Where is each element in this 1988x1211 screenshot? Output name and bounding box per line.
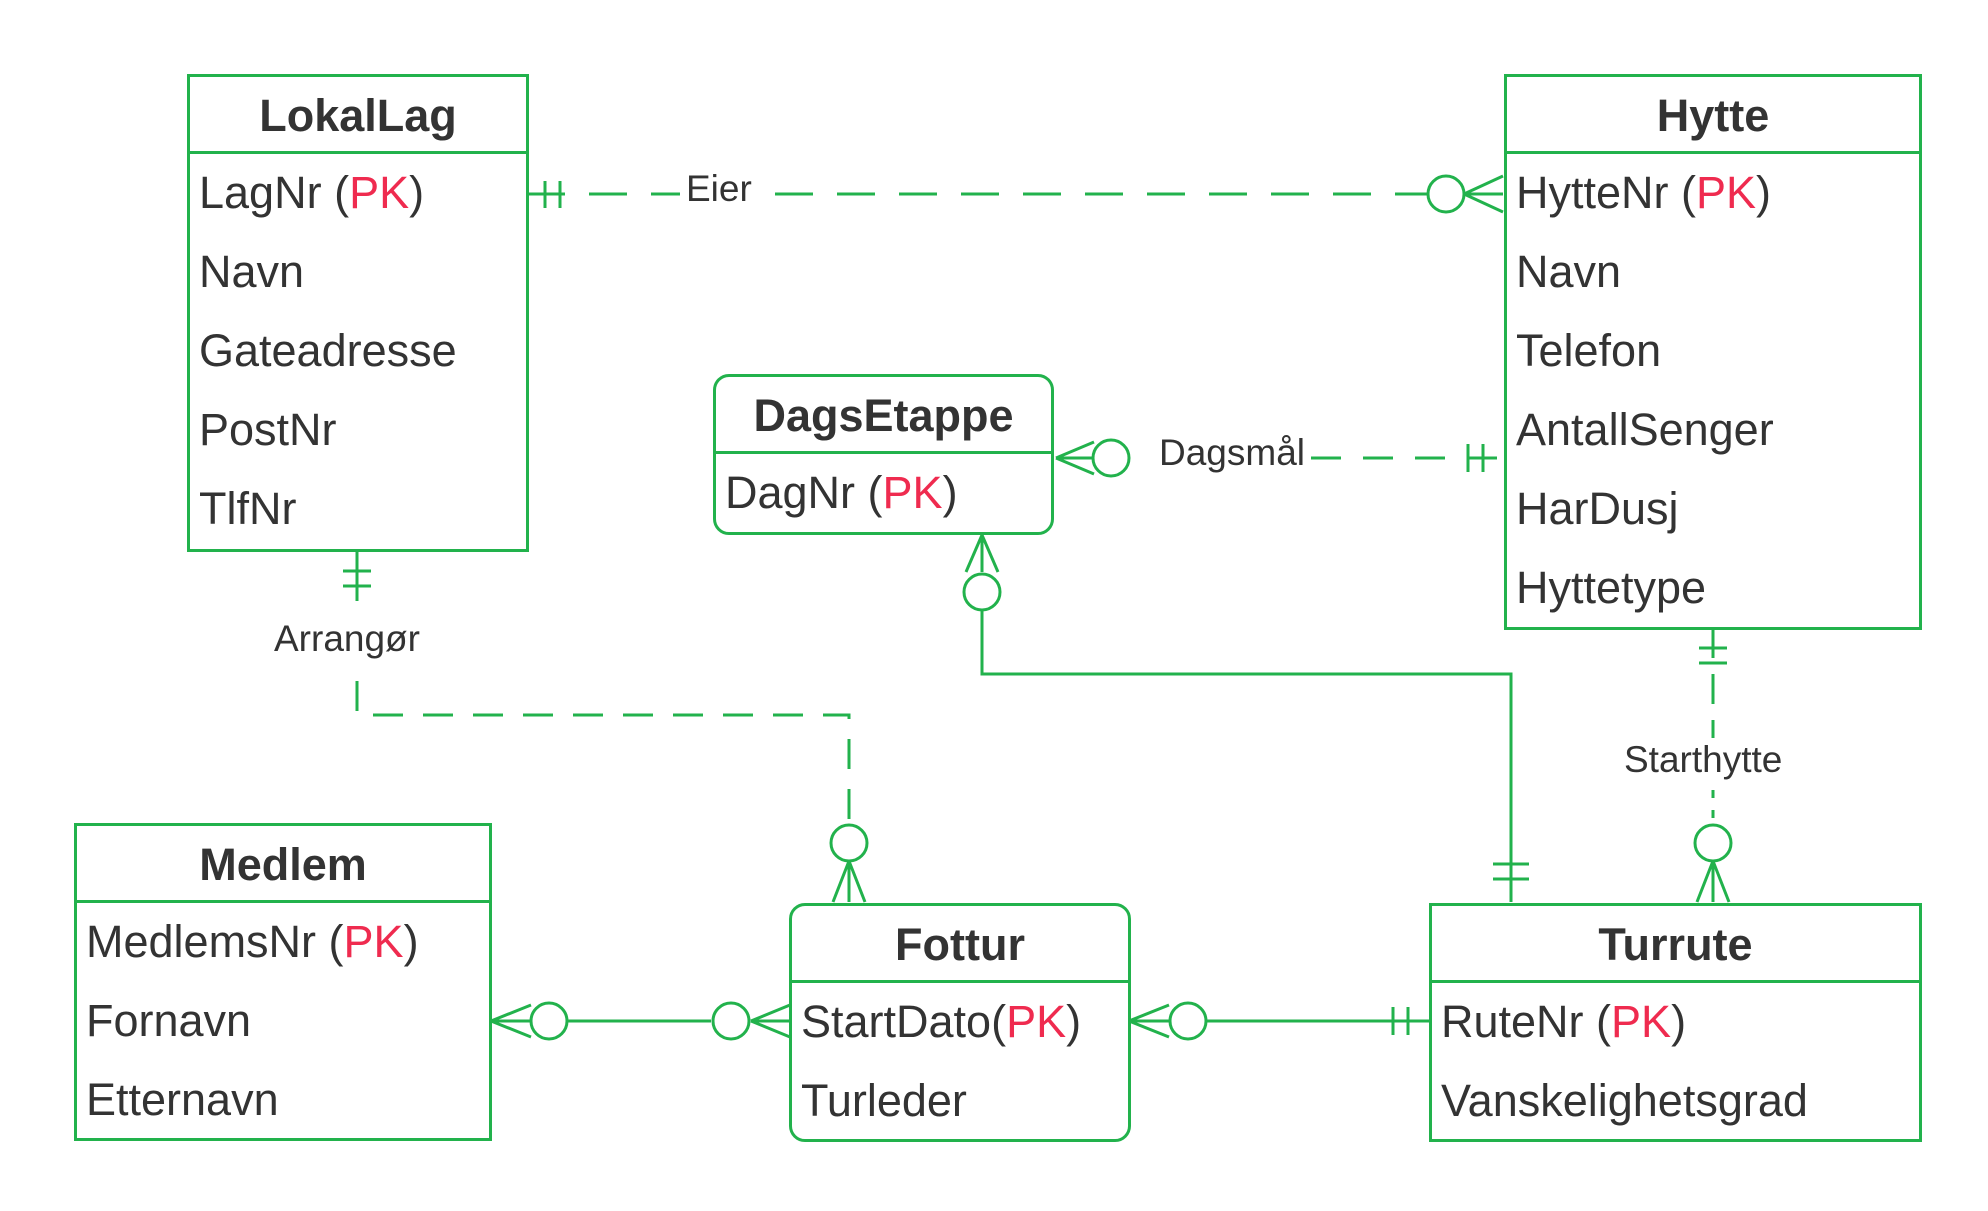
entity-turrute[interactable]: Turrute RuteNr (PK) Vanskelighetsgrad [1429,903,1922,1142]
entity-title: DagsEtappe [716,377,1051,454]
entity-medlem[interactable]: Medlem MedlemsNr (PK) Fornavn Etternavn [74,823,492,1141]
attribute-row: AntallSenger [1516,404,1774,455]
primary-key-marker: PK [343,916,404,967]
attribute-row: TlfNr [199,483,297,534]
primary-key-marker: PK [1696,167,1757,218]
relationship-label-arrangor: Arrangør [268,617,426,661]
attribute-row: Etternavn [86,1074,279,1125]
relationship-label-eier: Eier [680,167,758,211]
attribute-row: LagNr (PK) [199,167,425,218]
entity-title: Hytte [1507,77,1919,154]
relationship-dagsmal-line [1055,438,1503,478]
relationship-fottur-turrute-line [1128,1001,1430,1041]
relationship-label-starthytte: Starthytte [1618,738,1789,782]
attribute-row: Hyttetype [1516,562,1707,613]
attribute-name: DagNr [725,467,856,518]
attribute-name: MedlemsNr [86,916,317,967]
primary-key-marker: PK [882,467,943,518]
attribute-name: LagNr [199,167,322,218]
attribute-row: StartDato(PK) [801,996,1082,1047]
relationship-medlem-fottur-line [490,1001,791,1041]
primary-key-marker: PK [349,167,410,218]
relationship-eier-line [527,174,1504,214]
entity-hytte[interactable]: Hytte HytteNr (PK) Navn Telefon AntallSe… [1504,74,1922,630]
attribute-row: Fornavn [86,995,252,1046]
attribute-row: RuteNr (PK) [1441,996,1687,1047]
relationship-starthytte-line [1693,628,1733,903]
relationship-label-dagsmal: Dagsmål [1153,431,1311,475]
entity-title: Medlem [77,826,489,903]
attribute-row: HarDusj [1516,483,1679,534]
attribute-row: Vanskelighetsgrad [1441,1075,1808,1126]
attribute-row: Telefon [1516,325,1662,376]
attribute-name: RuteNr [1441,996,1584,1047]
primary-key-marker: PK [1611,996,1672,1047]
entity-lokallag[interactable]: LokalLag LagNr (PK) Navn Gateadresse Pos… [187,74,529,552]
attribute-name: StartDato [801,996,992,1047]
entity-dagsetappe[interactable]: DagsEtappe DagNr (PK) [713,374,1054,535]
attribute-row: PostNr [199,404,337,455]
entity-title: Fottur [792,906,1128,983]
attribute-row: Navn [199,246,305,297]
entity-fottur[interactable]: Fottur StartDato(PK) Turleder [789,903,1131,1142]
primary-key-marker: PK [1006,996,1067,1047]
entity-title: LokalLag [190,77,526,154]
attribute-row: MedlemsNr (PK) [86,916,419,967]
relationship-arrangor-line [343,551,869,903]
attribute-row: Turleder [801,1075,967,1126]
attribute-name: HytteNr [1516,167,1669,218]
attribute-row: Gateadresse [199,325,457,376]
relationship-etappe-turrute-line [962,534,1529,902]
attribute-row: DagNr (PK) [725,467,958,518]
entity-title: Turrute [1432,906,1919,983]
attribute-row: HytteNr (PK) [1516,167,1772,218]
attribute-row: Navn [1516,246,1622,297]
